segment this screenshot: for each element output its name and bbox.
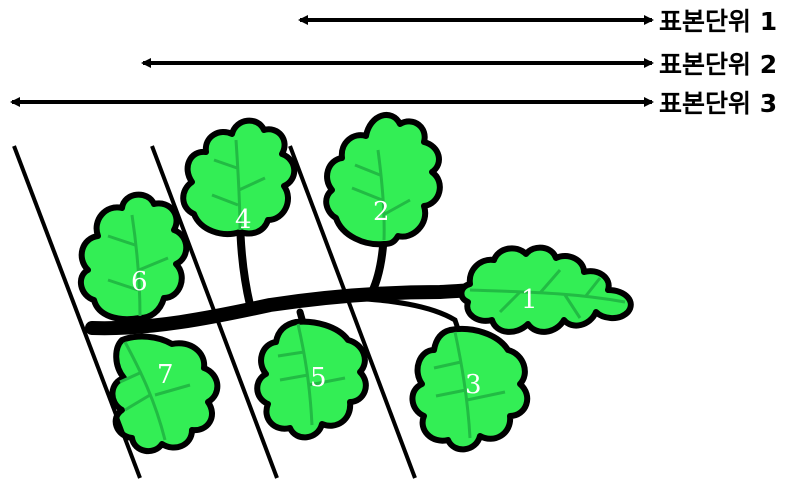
division-line-2 <box>150 145 279 479</box>
leaf-2 <box>323 111 443 248</box>
division-line-3 <box>12 145 142 479</box>
sampling-unit-arrows <box>10 15 654 107</box>
leaf-4-number: 4 <box>235 205 252 235</box>
division-line-1 <box>288 145 417 479</box>
stem-branch <box>347 295 463 338</box>
leaf-3 <box>409 326 531 453</box>
leaf-5 <box>254 318 369 441</box>
unit-3-label: 표본단위 3 <box>659 89 777 118</box>
leaf-6-number: 6 <box>131 267 148 297</box>
leaf-6 <box>77 191 190 323</box>
leaf-7-number: 7 <box>157 360 174 390</box>
leaf-2-number: 2 <box>373 197 390 227</box>
leaf-1-number: 1 <box>521 285 538 315</box>
leaf-5-number: 5 <box>310 363 327 393</box>
leaf-3-number: 3 <box>465 370 482 400</box>
leaf-numbers: 1 2 3 4 5 6 7 <box>131 197 538 400</box>
leaf-1 <box>458 244 634 335</box>
leaf-7 <box>109 333 221 455</box>
plant-branch <box>77 111 634 455</box>
leaf-4 <box>180 117 298 237</box>
unit-1-label: 표본단위 1 <box>659 7 777 36</box>
division-lines <box>12 145 417 479</box>
sampling-unit-labels: 표본단위 1 표본단위 2 표본단위 3 <box>659 7 777 118</box>
unit-2-label: 표본단위 2 <box>659 50 777 79</box>
